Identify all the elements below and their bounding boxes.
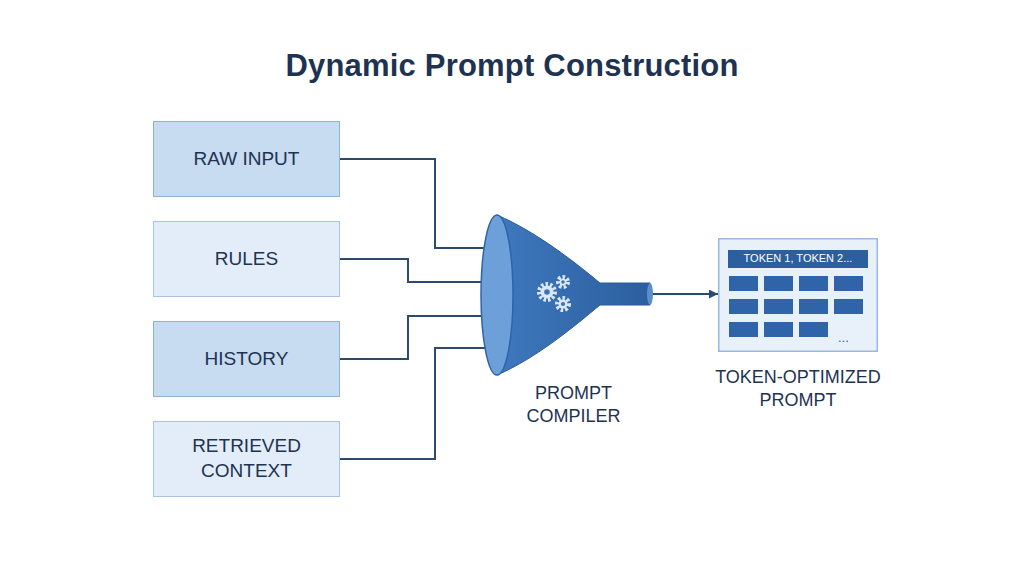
funnel-mouth bbox=[481, 215, 513, 375]
token-cell bbox=[799, 276, 828, 291]
compiler-funnel: PROMPT COMPILER bbox=[497, 212, 650, 422]
flow-arrow bbox=[340, 159, 497, 248]
token-cell bbox=[729, 299, 758, 314]
input-box: RAW INPUT bbox=[153, 121, 340, 197]
token-cell bbox=[729, 322, 758, 337]
token-cell bbox=[764, 299, 793, 314]
gear-icon bbox=[541, 286, 554, 299]
gear-icon bbox=[559, 300, 568, 309]
flow-arrow bbox=[340, 348, 497, 459]
gear-hub bbox=[561, 302, 565, 306]
input-box: RULES bbox=[153, 221, 340, 297]
token-header-bar bbox=[728, 250, 868, 268]
token-cell bbox=[799, 322, 828, 337]
gear-teeth bbox=[539, 284, 555, 300]
token-cell bbox=[764, 322, 793, 337]
gear-hub bbox=[544, 289, 550, 295]
gear-hub bbox=[561, 280, 565, 284]
gear-teeth bbox=[558, 277, 568, 287]
compiler-label: PROMPT COMPILER bbox=[517, 382, 630, 429]
funnel-spout bbox=[647, 283, 653, 305]
token-cell bbox=[799, 299, 828, 314]
token-cell bbox=[834, 276, 863, 291]
gear-teeth bbox=[557, 298, 569, 310]
box-label: RULES bbox=[215, 247, 278, 272]
ellipsis-mark: ... bbox=[838, 331, 868, 344]
token-cell bbox=[764, 276, 793, 291]
gear-icon bbox=[560, 279, 567, 286]
box-label: RAW INPUT bbox=[194, 147, 300, 172]
token-cell bbox=[729, 276, 758, 291]
flow-arrow bbox=[340, 259, 497, 282]
output-label: TOKEN-OPTIMIZED PROMPT bbox=[683, 366, 913, 413]
box-label: RETRIEVED CONTEXT bbox=[182, 434, 312, 483]
funnel-body bbox=[497, 215, 650, 375]
diagram-title: Dynamic Prompt Construction bbox=[0, 48, 1024, 84]
flow-arrow bbox=[340, 316, 497, 359]
input-box: RETRIEVED CONTEXT bbox=[153, 421, 340, 497]
prompt-box-outline bbox=[719, 239, 878, 352]
input-box: HISTORY bbox=[153, 321, 340, 397]
output-prompt-box: TOKEN 1, TOKEN 2......TOKEN-OPTIMIZED PR… bbox=[718, 238, 878, 352]
box-label: HISTORY bbox=[205, 347, 289, 372]
flow-arrow bbox=[650, 293, 718, 295]
token-header: TOKEN 1, TOKEN 2... bbox=[730, 253, 866, 264]
token-cell bbox=[834, 299, 863, 314]
